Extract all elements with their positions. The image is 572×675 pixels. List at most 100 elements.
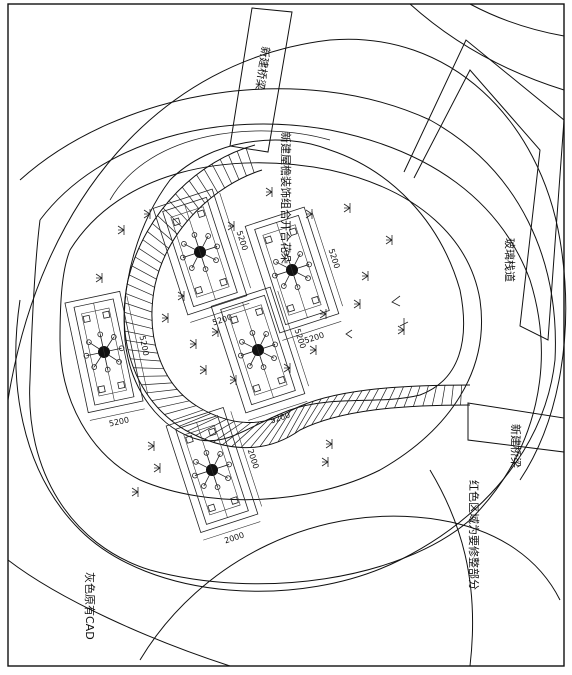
platform-column [207, 503, 216, 513]
platform-column [230, 315, 239, 325]
walkway-step [219, 159, 233, 184]
dimension-line [203, 521, 261, 541]
dimension-line [219, 192, 251, 289]
walkway-step [203, 169, 219, 193]
petal-tip [181, 241, 187, 247]
walkway-step [311, 396, 330, 425]
walkway-step [137, 375, 168, 377]
grass-mark [161, 313, 169, 323]
flower-petal [199, 246, 218, 253]
platform-axis [93, 303, 115, 401]
bridge-north: 新建桥梁 [229, 7, 293, 153]
petal-tip [201, 483, 207, 489]
petal-tip [225, 475, 231, 481]
stepped-walkway [124, 147, 463, 448]
dimension-label: 5200 [108, 415, 130, 428]
walkway-step [195, 418, 227, 436]
petal-tip [226, 461, 232, 468]
platform-axis [184, 204, 216, 300]
walkway-step [450, 385, 454, 406]
walkway-step [302, 398, 322, 429]
petal-tip [116, 359, 122, 365]
walkway-step [329, 393, 346, 419]
walkway-step [222, 422, 252, 446]
walkway-step [130, 358, 161, 362]
petal-tip [239, 339, 245, 345]
walkway-step [347, 390, 363, 415]
dimension-line [248, 401, 308, 421]
walkway-step [171, 409, 204, 422]
dimension-line [311, 210, 343, 307]
walkway-step [127, 349, 158, 354]
walkway-step [213, 421, 243, 443]
platform-column [230, 496, 239, 505]
contour-4 [59, 162, 482, 501]
petal-tip [247, 363, 253, 369]
platform-column [117, 381, 126, 390]
walkway-step [294, 400, 314, 434]
walkway-step [124, 311, 153, 321]
platform-axis [242, 302, 274, 398]
petal-tip [271, 355, 277, 361]
grass-mark [211, 327, 219, 337]
walkway-step [394, 386, 404, 408]
walkway-step [228, 154, 240, 180]
walkway-step [127, 283, 154, 296]
walkway-step [135, 256, 160, 272]
contour-9 [429, 469, 474, 667]
dimension-line [282, 321, 342, 341]
walkway-step [124, 321, 153, 330]
grass-marks [95, 187, 405, 497]
petal-tip [272, 272, 278, 279]
walkway-step [268, 410, 291, 445]
platform-column [219, 277, 228, 287]
walkway-step [131, 265, 157, 280]
petal-tip [192, 472, 198, 479]
walkway-step [250, 417, 276, 448]
dimension-line [126, 295, 148, 394]
petal-tip [193, 459, 199, 465]
walkway-step [245, 147, 255, 173]
platform-column [97, 385, 106, 394]
dimension-line [277, 290, 309, 387]
grass-mark [189, 339, 197, 349]
platform-column [102, 310, 111, 319]
walkway-step [157, 215, 178, 235]
grass-mark [305, 209, 313, 219]
grass-mark [353, 299, 361, 309]
grass-mark [319, 309, 327, 319]
dimension-label: 2000 [246, 448, 261, 470]
dimension-line [230, 411, 262, 507]
walkway-step [133, 367, 164, 369]
contour-3 [29, 123, 542, 585]
petal-tip [180, 254, 186, 261]
walkway-step [366, 388, 379, 412]
platform-column [286, 303, 296, 313]
grass-mark [227, 221, 235, 231]
bridge-east: 新建桥梁 [467, 402, 565, 468]
walkway-step [259, 414, 284, 447]
walkway-step [129, 274, 155, 288]
walkway-step [375, 387, 388, 410]
platform-column [172, 217, 181, 227]
dimension-label: 5200 [327, 248, 342, 270]
grass-mark [131, 487, 139, 497]
walkway-step [422, 385, 429, 407]
bridge-north-label: 新建桥梁 [253, 46, 273, 92]
grass-mark [153, 463, 161, 473]
walkway-step [168, 200, 188, 222]
walkway-step [157, 400, 190, 409]
walkway-step [403, 386, 413, 408]
walkway-step [460, 385, 463, 406]
platform-column [264, 235, 273, 245]
walkway-step [124, 302, 153, 313]
red-area-note: 红色区域为要修整部分 [467, 480, 481, 590]
walkway-step [142, 239, 166, 257]
grass-mark [361, 271, 369, 281]
grass-mark [397, 325, 405, 335]
grass-mark [321, 457, 329, 467]
